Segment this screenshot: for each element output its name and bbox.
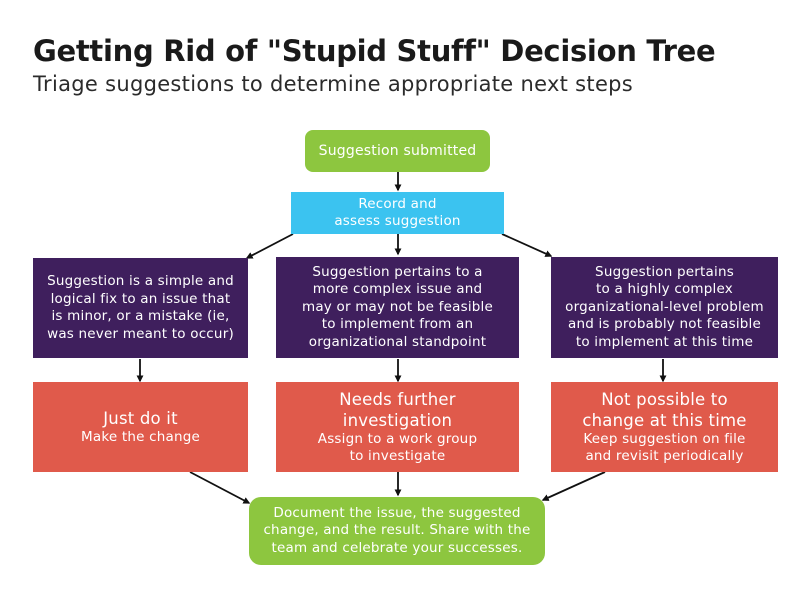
outcome-just-do-it-node: Just do it Make the change [33,382,248,472]
condition-simple-fix-label: Suggestion is a simple and logical fix t… [47,273,234,342]
condition-org-problem-label: Suggestion pertains to a highly complex … [565,263,764,350]
document-results-node: Document the issue, the suggested change… [249,497,545,565]
outcome-just-do-it-detail: Make the change [81,428,200,445]
record-assess-label: Record and assess suggestion [334,196,461,229]
outcome-not-possible-detail: Keep suggestion on file and revisit peri… [583,430,746,465]
diagram-title: Getting Rid of "Stupid Stuff" Decision T… [33,34,716,68]
condition-complex-issue-label: Suggestion pertains to a more complex is… [301,263,494,350]
document-results-label: Document the issue, the suggested change… [263,504,531,556]
outcome-not-possible-node: Not possible to change at this time Keep… [551,382,778,472]
condition-org-problem-node: Suggestion pertains to a highly complex … [551,257,778,358]
arrow-record-to-simple [245,233,294,259]
arrow-notpossible-to-document [541,471,606,501]
outcome-investigate-title: Needs further investigation [339,389,456,430]
arrow-justdoit-to-document [189,471,251,504]
diagram-subtitle: Triage suggestions to determine appropri… [33,72,634,96]
condition-complex-issue-node: Suggestion pertains to a more complex is… [276,257,519,358]
outcome-investigate-node: Needs further investigation Assign to a … [276,382,519,472]
record-assess-node: Record and assess suggestion [291,192,504,234]
outcome-just-do-it-title: Just do it [103,408,178,428]
condition-simple-fix-node: Suggestion is a simple and logical fix t… [33,258,248,358]
outcome-not-possible-title: Not possible to change at this time [582,389,747,430]
outcome-investigate-detail: Assign to a work group to investigate [317,430,478,465]
suggestion-submitted-node: Suggestion submitted [305,130,490,172]
arrow-record-to-org [501,233,553,257]
suggestion-submitted-label: Suggestion submitted [318,143,477,159]
